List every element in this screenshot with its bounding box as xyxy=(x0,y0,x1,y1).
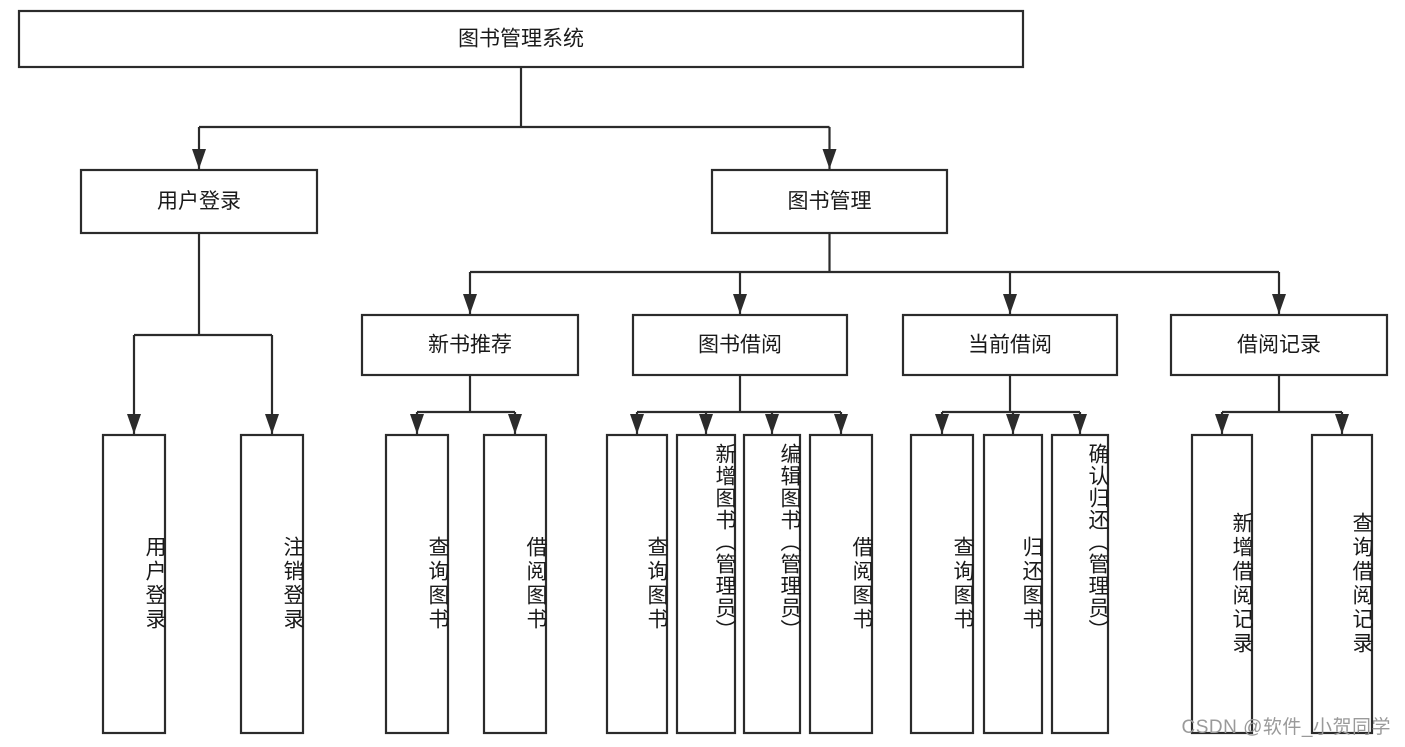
arrow-head-icon xyxy=(1073,414,1087,434)
arrow-head-icon xyxy=(463,294,477,314)
arrow-head-icon xyxy=(733,294,747,314)
node-leaf-query-record[interactable] xyxy=(1310,433,1374,735)
node-box[interactable] xyxy=(1050,433,1110,735)
arrow-head-icon xyxy=(127,414,141,434)
node-leaf-edit-book[interactable] xyxy=(742,433,802,735)
node-box[interactable] xyxy=(742,433,802,735)
node-box[interactable] xyxy=(17,9,1025,69)
node-box[interactable] xyxy=(982,433,1044,735)
node-box[interactable] xyxy=(384,433,450,735)
arrow-head-icon xyxy=(508,414,522,434)
node-label: 当前借阅 xyxy=(968,334,1052,357)
arrow-head-icon xyxy=(699,414,713,434)
arrow-head-icon xyxy=(192,149,206,169)
arrow-head-icon xyxy=(1006,414,1020,434)
node-root-图书管理系统[interactable]: 图书管理系统 xyxy=(17,9,1025,69)
node-box[interactable] xyxy=(1310,433,1374,735)
node-box[interactable] xyxy=(710,168,949,235)
node-leaf-return-book[interactable] xyxy=(982,433,1044,735)
node-leaf-add-record[interactable] xyxy=(1190,433,1254,735)
node-box[interactable] xyxy=(631,313,849,377)
node-label: 借阅记录 xyxy=(1237,334,1321,357)
node-box[interactable] xyxy=(808,433,874,735)
node-borrow-record[interactable]: 借阅记录 xyxy=(1169,313,1389,377)
node-box[interactable] xyxy=(675,433,737,735)
node-label: 新书推荐 xyxy=(428,334,512,357)
node-leaf-confirm-return[interactable] xyxy=(1050,433,1110,735)
arrow-head-icon xyxy=(1335,414,1349,434)
arrow-head-icon xyxy=(834,414,848,434)
node-box[interactable] xyxy=(605,433,669,735)
node-leaf-borrow-book-1[interactable] xyxy=(482,433,548,735)
node-label: 图书管理系统 xyxy=(458,28,584,51)
arrow-head-icon xyxy=(1215,414,1229,434)
arrow-head-icon xyxy=(1272,294,1286,314)
node-label: 用户登录 xyxy=(157,190,241,213)
node-book-borrow[interactable]: 图书借阅 xyxy=(631,313,849,377)
arrow-head-icon xyxy=(1003,294,1017,314)
node-leaf-query-book-1[interactable] xyxy=(384,433,450,735)
arrow-head-icon xyxy=(265,414,279,434)
node-box[interactable] xyxy=(239,433,305,735)
node-leaf-logout[interactable] xyxy=(239,433,305,735)
arrow-head-icon xyxy=(765,414,779,434)
node-leaf-user-login[interactable] xyxy=(101,433,167,735)
node-box[interactable] xyxy=(901,313,1119,377)
node-box[interactable] xyxy=(482,433,548,735)
arrow-head-icon xyxy=(630,414,644,434)
node-user-login[interactable]: 用户登录 xyxy=(79,168,319,235)
node-box[interactable] xyxy=(1169,313,1389,377)
node-leaf-query-book-2[interactable] xyxy=(605,433,669,735)
node-label: 图书管理 xyxy=(788,190,872,213)
node-leaf-add-book[interactable] xyxy=(675,433,737,735)
arrow-head-icon xyxy=(822,149,837,169)
arrow-head-icon xyxy=(935,414,949,434)
watermark-text: CSDN @软件_小贺同学 xyxy=(1181,717,1391,738)
node-box[interactable] xyxy=(101,433,167,735)
node-leaf-borrow-book-2[interactable] xyxy=(808,433,874,735)
node-box[interactable] xyxy=(79,168,319,235)
node-box[interactable] xyxy=(360,313,580,377)
node-book-manage[interactable]: 图书管理 xyxy=(710,168,949,235)
node-label: 图书借阅 xyxy=(698,334,782,357)
arrow-head-icon xyxy=(410,414,424,434)
node-box[interactable] xyxy=(1190,433,1254,735)
node-current-borrow[interactable]: 当前借阅 xyxy=(901,313,1119,377)
node-new-book-rec[interactable]: 新书推荐 xyxy=(360,313,580,377)
node-box[interactable] xyxy=(909,433,975,735)
node-leaf-query-book-3[interactable] xyxy=(909,433,975,735)
